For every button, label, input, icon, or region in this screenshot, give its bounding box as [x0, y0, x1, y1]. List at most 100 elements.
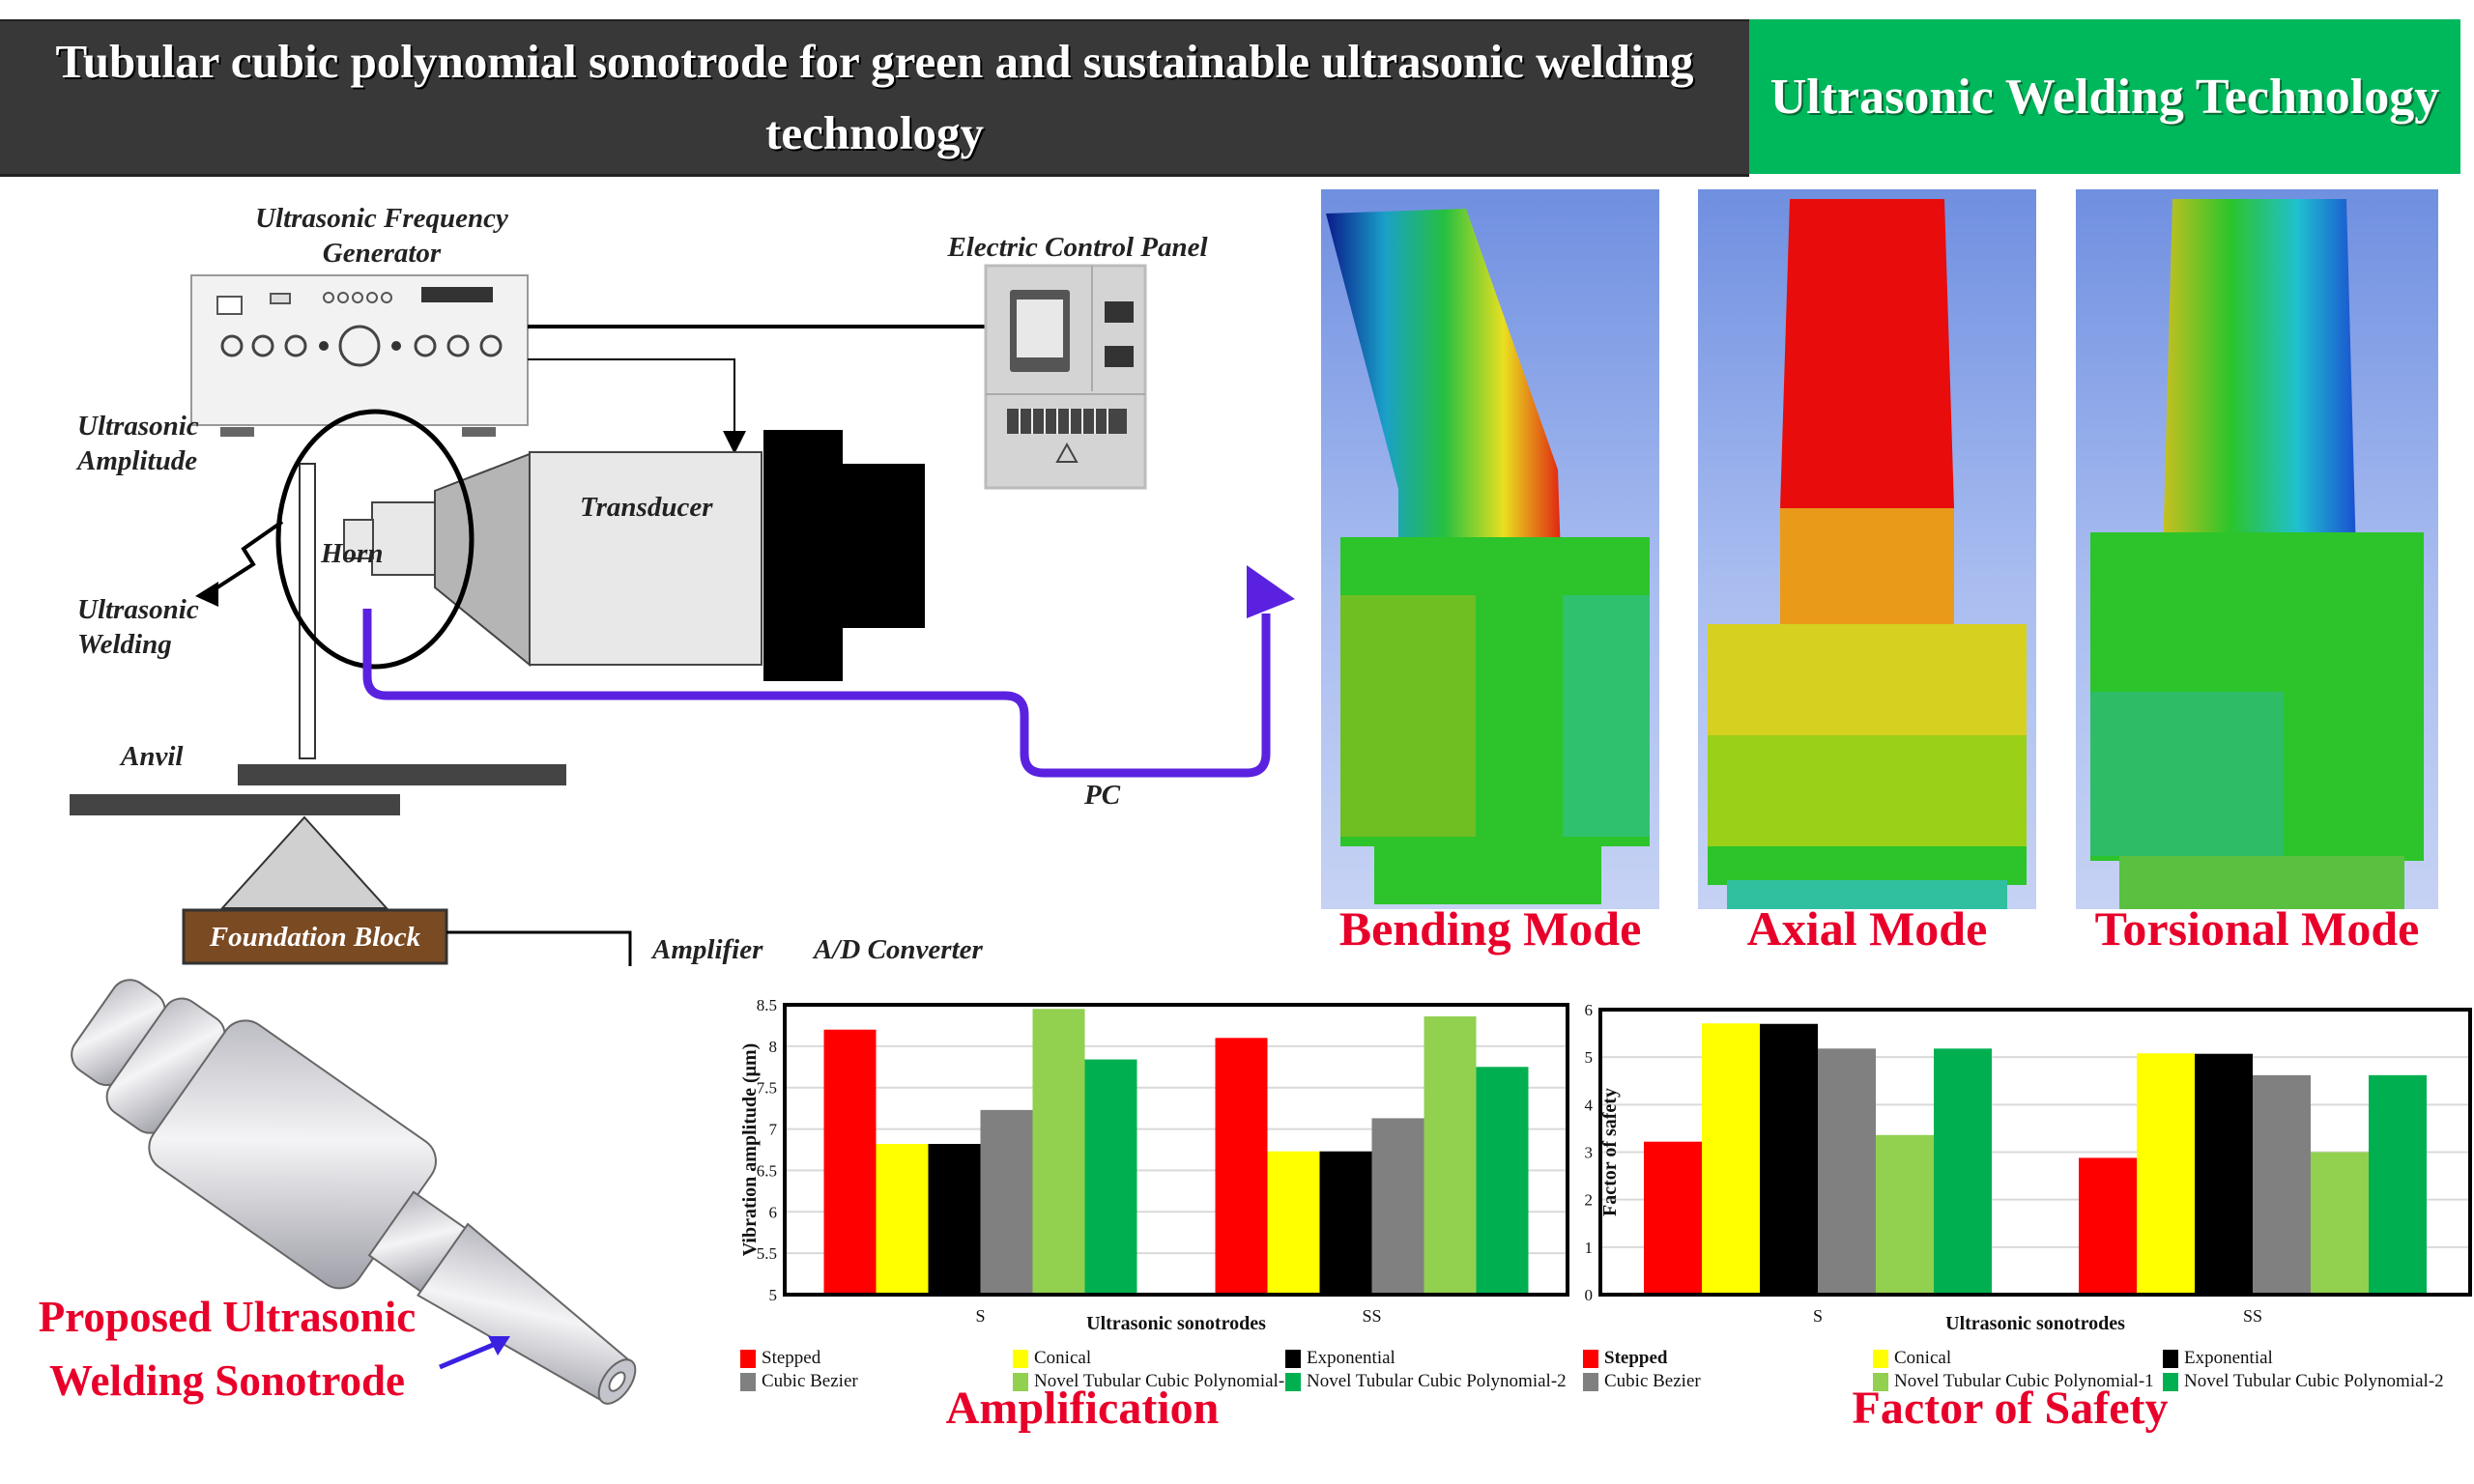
legend-swatch	[1873, 1372, 1888, 1391]
fea-panel-torsional	[2076, 189, 2438, 909]
y-tick-label: 3	[1585, 1144, 1594, 1162]
axial-mode-image	[1708, 199, 2027, 909]
legend-swatch	[2163, 1372, 2178, 1391]
flow-arrowhead	[1247, 565, 1295, 618]
fea-panel-axial	[1698, 189, 2036, 909]
sonotrode-3d-icon	[71, 979, 637, 1405]
bar-cubic-bezier-s	[980, 1109, 1033, 1295]
bar-exponential-ss	[1319, 1151, 1372, 1295]
y-tick-label: 8.5	[757, 996, 777, 1014]
legend-item: Exponential	[1285, 1348, 1395, 1369]
chart-title: Amplification	[945, 1383, 1220, 1434]
bar-stepped-s	[823, 1029, 877, 1295]
pointer-arrow	[439, 1340, 499, 1370]
y-tick-label: 5.5	[757, 1244, 777, 1263]
bar-novel-tubular-cubic-polynomial-1-ss	[2311, 1152, 2369, 1295]
legend-label: Stepped	[762, 1348, 821, 1368]
y-axis-label: Factor of safety	[1599, 1088, 1621, 1216]
bar-novel-tubular-cubic-polynomial-1-s	[1876, 1134, 1934, 1295]
legend-label: Novel Tubular Cubic Polynomial-1	[1034, 1371, 1294, 1391]
plot-frame	[1598, 1008, 2472, 1297]
workpiece-top	[238, 764, 566, 785]
legend-item: Stepped	[1583, 1348, 1667, 1369]
y-tick-label: 4	[1585, 1096, 1594, 1114]
bar-novel-tubular-cubic-polynomial-2-ss	[1476, 1067, 1529, 1295]
bar-exponential-s	[928, 1144, 981, 1295]
bar-novel-tubular-cubic-polynomial-2-s	[1084, 1059, 1137, 1295]
legend-swatch	[1583, 1349, 1598, 1368]
control-panel-icon	[984, 264, 1147, 490]
warning-icon	[1055, 442, 1079, 463]
horn-tip-icon	[299, 463, 316, 759]
horn-highlight-circle	[275, 409, 475, 670]
label-horn: Horn	[321, 538, 384, 569]
sonotrode-caption-line2: Welding Sonotrode	[49, 1356, 405, 1405]
label-transducer: Transducer	[580, 492, 713, 523]
label-anvil: Anvil	[121, 741, 184, 772]
legend-item: Stepped	[740, 1348, 820, 1369]
plot-frame	[783, 1003, 1569, 1297]
y-tick-label: 7.5	[757, 1079, 777, 1098]
y-tick-label: 2	[1585, 1191, 1594, 1210]
legend-label: Exponential	[1307, 1348, 1395, 1368]
topic-title: Ultrasonic Welding Technology	[1769, 69, 2440, 125]
legend-swatch	[2163, 1349, 2178, 1368]
title-banner: Tubular cubic polynomial sonotrode for g…	[0, 19, 1749, 177]
legend-label: Cubic Bezier	[1604, 1371, 1701, 1391]
legend-label: Novel Tubular Cubic Polynomial-2	[2184, 1371, 2444, 1391]
y-tick-label: 6	[769, 1203, 778, 1221]
bar-novel-tubular-cubic-polynomial-1-s	[1032, 1009, 1085, 1295]
x-tick-label: S	[975, 1306, 985, 1326]
x-axis-label: Ultrasonic sonotrodes	[1945, 1313, 2125, 1334]
sonotrode-caption-line1: Proposed Ultrasonic	[38, 1293, 417, 1341]
bar-cubic-bezier-s	[1818, 1048, 1876, 1295]
label-foundation: Foundation Block	[209, 922, 421, 953]
bar-novel-tubular-cubic-polynomial-2-ss	[2369, 1074, 2427, 1295]
mode-label-axial: Axial Mode	[1746, 901, 1988, 956]
label-control-panel: Electric Control Panel	[947, 232, 1208, 263]
bar-novel-tubular-cubic-polynomial-2-s	[1934, 1048, 1992, 1295]
legend-item: Cubic Bezier	[1583, 1371, 1701, 1392]
label-amplitude: Ultrasonic Amplitude	[77, 411, 199, 476]
bar-cubic-bezier-ss	[2253, 1074, 2311, 1295]
bar-cubic-bezier-ss	[1371, 1118, 1424, 1295]
legend-label: Conical	[1894, 1348, 1952, 1368]
bar-conical-s	[1702, 1023, 1760, 1295]
bar-conical-ss	[2137, 1053, 2195, 1295]
y-tick-label: 5	[1585, 1048, 1594, 1067]
y-tick-label: 5	[769, 1286, 778, 1304]
x-tick-label: SS	[2243, 1306, 2262, 1326]
bar-stepped-ss	[1215, 1038, 1268, 1295]
label-amplifier: Amplifier	[652, 934, 763, 965]
bar-stepped-s	[1644, 1141, 1702, 1295]
legend-item: Cubic Bezier	[740, 1371, 858, 1392]
x-tick-label: S	[1813, 1306, 1823, 1326]
legend-label: Stepped	[1604, 1348, 1668, 1368]
legend-swatch	[1013, 1372, 1028, 1391]
transducer-icon	[343, 430, 925, 681]
bar-exponential-s	[1760, 1023, 1818, 1295]
legend-item: Conical	[1013, 1348, 1091, 1369]
legend-swatch	[1285, 1372, 1301, 1391]
legend-item: Novel Tubular Cubic Polynomial-2	[2163, 1371, 2444, 1392]
y-tick-label: 0	[1585, 1286, 1594, 1304]
legend-swatch	[1583, 1372, 1598, 1391]
frequency-generator-icon	[190, 274, 529, 437]
y-tick-label: 6	[1585, 1001, 1594, 1019]
legend-label: Exponential	[2184, 1348, 2273, 1368]
bar-conical-ss	[1267, 1151, 1320, 1295]
legend-item: Exponential	[2163, 1348, 2273, 1369]
legend-label: Novel Tubular Cubic Polynomial-1	[1894, 1371, 2154, 1391]
flow-arrow	[362, 609, 1271, 778]
anvil-icon	[219, 815, 389, 909]
legend-label: Novel Tubular Cubic Polynomial-2	[1307, 1371, 1567, 1391]
y-axis-label: Vibration amplitude (μm)	[739, 1043, 761, 1257]
label-generator: Ultrasonic Frequency Generator	[255, 203, 508, 269]
y-tick-label: 6.5	[757, 1161, 777, 1180]
mode-label-bending: Bending Mode	[1338, 901, 1642, 956]
legend-item: Novel Tubular Cubic Polynomial-1	[1013, 1371, 1294, 1392]
